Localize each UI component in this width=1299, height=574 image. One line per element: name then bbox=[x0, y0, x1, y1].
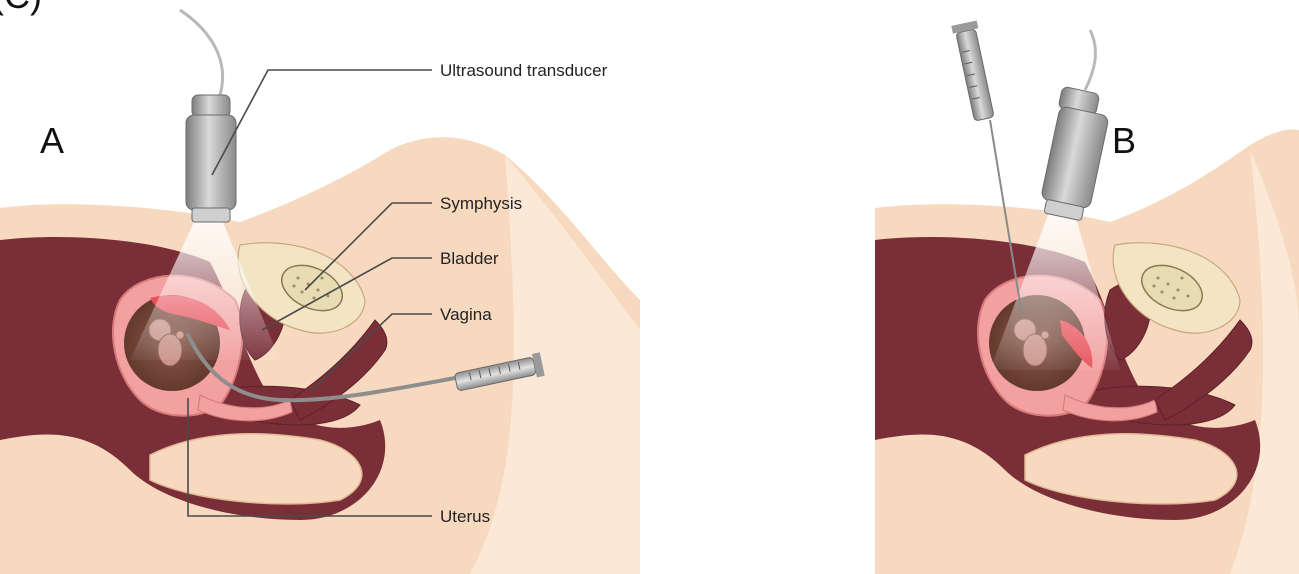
callout-vagina: Vagina bbox=[440, 305, 492, 324]
panel-label-b: B bbox=[1112, 120, 1136, 161]
ultrasound-transducer-a bbox=[180, 10, 236, 222]
callout-uterus: Uterus bbox=[440, 507, 490, 526]
callout-bladder: Bladder bbox=[440, 249, 499, 268]
callout-ultrasound-transducer: Ultrasound transducer bbox=[440, 61, 608, 80]
callout-symphysis: Symphysis bbox=[440, 194, 522, 213]
syringe-b bbox=[951, 20, 997, 121]
ultrasound-transducer-b bbox=[1041, 30, 1110, 221]
panel-b: B bbox=[875, 20, 1299, 574]
panel-label-a: A bbox=[40, 120, 64, 161]
figure-corner-label: (C) bbox=[0, 0, 42, 16]
panel-a: A bbox=[0, 10, 640, 574]
